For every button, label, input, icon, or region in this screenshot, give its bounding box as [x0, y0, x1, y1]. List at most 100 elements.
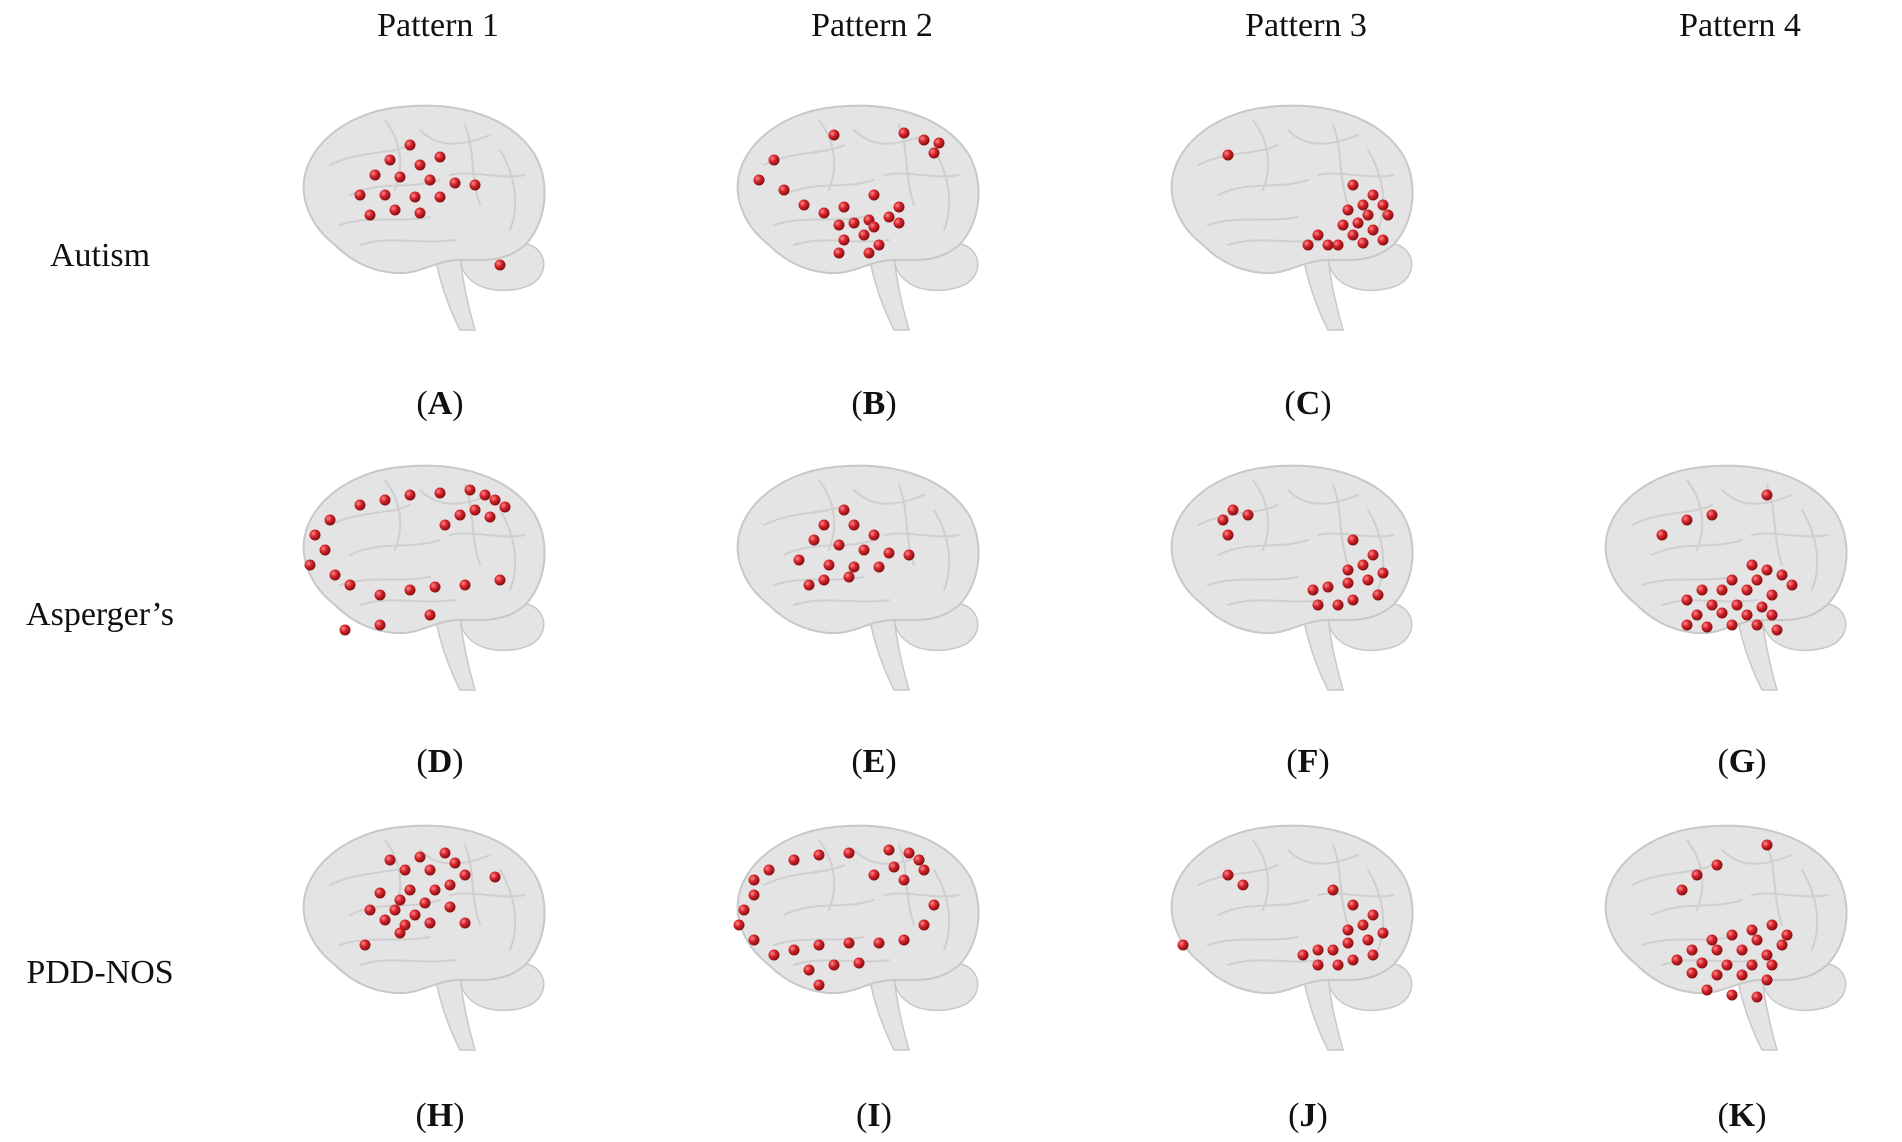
brain-panel-e — [724, 455, 1024, 695]
node-marker — [888, 861, 900, 873]
node-marker — [868, 189, 880, 201]
node-marker — [918, 134, 930, 146]
panel-label-h: (H) — [415, 1097, 465, 1134]
node-marker — [883, 547, 895, 559]
node-marker — [1741, 584, 1753, 596]
node-marker — [379, 914, 391, 926]
brainstem-shape — [868, 254, 910, 331]
node-marker — [1776, 569, 1788, 581]
node-marker — [788, 854, 800, 866]
sulcus-line — [1227, 239, 1324, 246]
node-marker — [1362, 209, 1374, 221]
node-marker — [933, 137, 945, 149]
sulcus-line — [933, 509, 951, 591]
sulcus-line — [1287, 489, 1359, 505]
node-marker — [1332, 959, 1344, 971]
cortex-shape — [1170, 104, 1414, 275]
column-title-pattern-4: Pattern 4 — [1679, 7, 1801, 44]
sulcus-line — [818, 119, 836, 191]
sulcus-line — [1252, 839, 1270, 911]
node-marker — [803, 964, 815, 976]
sulcus-line — [1227, 599, 1324, 606]
sulcus-line — [883, 532, 960, 538]
sulcus-line — [1766, 844, 1783, 926]
node-marker — [454, 509, 466, 521]
node-marker — [778, 184, 790, 196]
node-marker — [1362, 574, 1374, 586]
node-marker — [1177, 939, 1189, 951]
node-marker — [444, 879, 456, 891]
node-marker — [459, 869, 471, 881]
node-marker — [1367, 549, 1379, 561]
node-marker — [1681, 594, 1693, 606]
sulcus-line — [464, 844, 481, 926]
node-marker — [374, 619, 386, 631]
node-marker — [898, 127, 910, 139]
node-marker — [1357, 559, 1369, 571]
node-marker — [1347, 534, 1359, 546]
node-marker — [1347, 229, 1359, 241]
node-marker — [309, 529, 321, 541]
node-marker — [1222, 529, 1234, 541]
sulcus-line — [1751, 892, 1828, 898]
brainstem-shape — [1302, 614, 1344, 691]
panel-label-i: (I) — [856, 1097, 892, 1134]
node-marker — [1751, 619, 1763, 631]
brainstem-shape — [868, 974, 910, 1051]
sulcus-line — [1252, 479, 1270, 551]
node-marker — [404, 584, 416, 596]
node-marker — [324, 514, 336, 526]
node-marker — [409, 909, 421, 921]
node-marker — [389, 204, 401, 216]
node-marker — [748, 874, 760, 886]
node-marker — [424, 174, 436, 186]
node-marker — [843, 847, 855, 859]
sulcus-line — [1651, 539, 1743, 556]
node-marker — [434, 191, 446, 203]
panel-label-e: (E) — [851, 743, 897, 780]
cortex-shape — [302, 464, 546, 635]
node-marker — [853, 957, 865, 969]
sulcus-line — [853, 489, 925, 505]
sulcus-line — [1317, 532, 1394, 538]
column-title-pattern-2: Pattern 2 — [811, 7, 933, 44]
brainstem-shape — [1736, 974, 1778, 1051]
node-marker — [848, 561, 860, 573]
brain-panel-i — [724, 815, 1024, 1055]
node-marker — [1686, 944, 1698, 956]
node-marker — [1706, 509, 1718, 521]
node-marker — [1711, 969, 1723, 981]
sulcus-line — [384, 479, 402, 551]
node-marker — [1377, 234, 1389, 246]
node-marker — [494, 574, 506, 586]
brain-figure — [736, 464, 980, 691]
node-marker — [364, 209, 376, 221]
panel-label-b: (B) — [851, 385, 897, 422]
sulcus-line — [1661, 959, 1758, 966]
sulcus-line — [763, 504, 845, 526]
node-marker — [354, 499, 366, 511]
node-marker — [1342, 577, 1354, 589]
node-marker — [404, 139, 416, 151]
node-marker — [1302, 239, 1314, 251]
sulcus-line — [1631, 864, 1713, 886]
node-marker — [1766, 959, 1778, 971]
node-marker — [1751, 991, 1763, 1003]
node-marker — [918, 919, 930, 931]
node-marker — [1222, 149, 1234, 161]
node-marker — [379, 189, 391, 201]
brain-panel-d — [290, 455, 590, 695]
node-marker — [1342, 564, 1354, 576]
node-marker — [364, 904, 376, 916]
node-marker — [898, 874, 910, 886]
sulcus-line — [464, 124, 481, 206]
panel-label-g: (G) — [1717, 743, 1767, 780]
sulcus-line — [1217, 179, 1309, 196]
node-marker — [1711, 859, 1723, 871]
node-marker — [1342, 204, 1354, 216]
node-marker — [858, 544, 870, 556]
node-marker — [459, 917, 471, 929]
node-marker — [1726, 574, 1738, 586]
node-marker — [1322, 581, 1334, 593]
node-marker — [384, 154, 396, 166]
